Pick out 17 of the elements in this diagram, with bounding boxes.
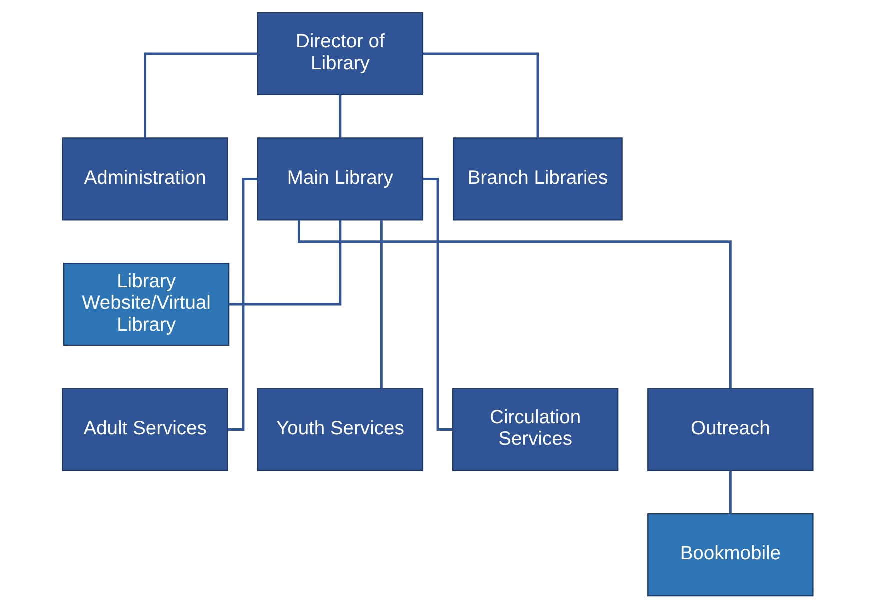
connector	[229, 220, 342, 306]
connector	[339, 95, 342, 138]
connector	[423, 52, 540, 138]
connector	[729, 470, 732, 514]
node-box: Director of Library	[257, 12, 424, 96]
node-box: Outreach	[648, 388, 814, 472]
node-box: Main Library	[257, 138, 424, 221]
connector	[144, 52, 258, 138]
node-box: Bookmobile	[648, 513, 814, 597]
connector	[380, 220, 383, 389]
node-box: Library Website/Virtual Library	[63, 262, 230, 346]
node-box: Youth Services	[257, 388, 424, 472]
node-box: Administration	[62, 138, 228, 221]
connector	[298, 220, 732, 389]
node-box: Branch Libraries	[453, 138, 623, 221]
node-box: Circulation Services	[452, 388, 619, 472]
node-box: Adult Services	[62, 388, 228, 472]
